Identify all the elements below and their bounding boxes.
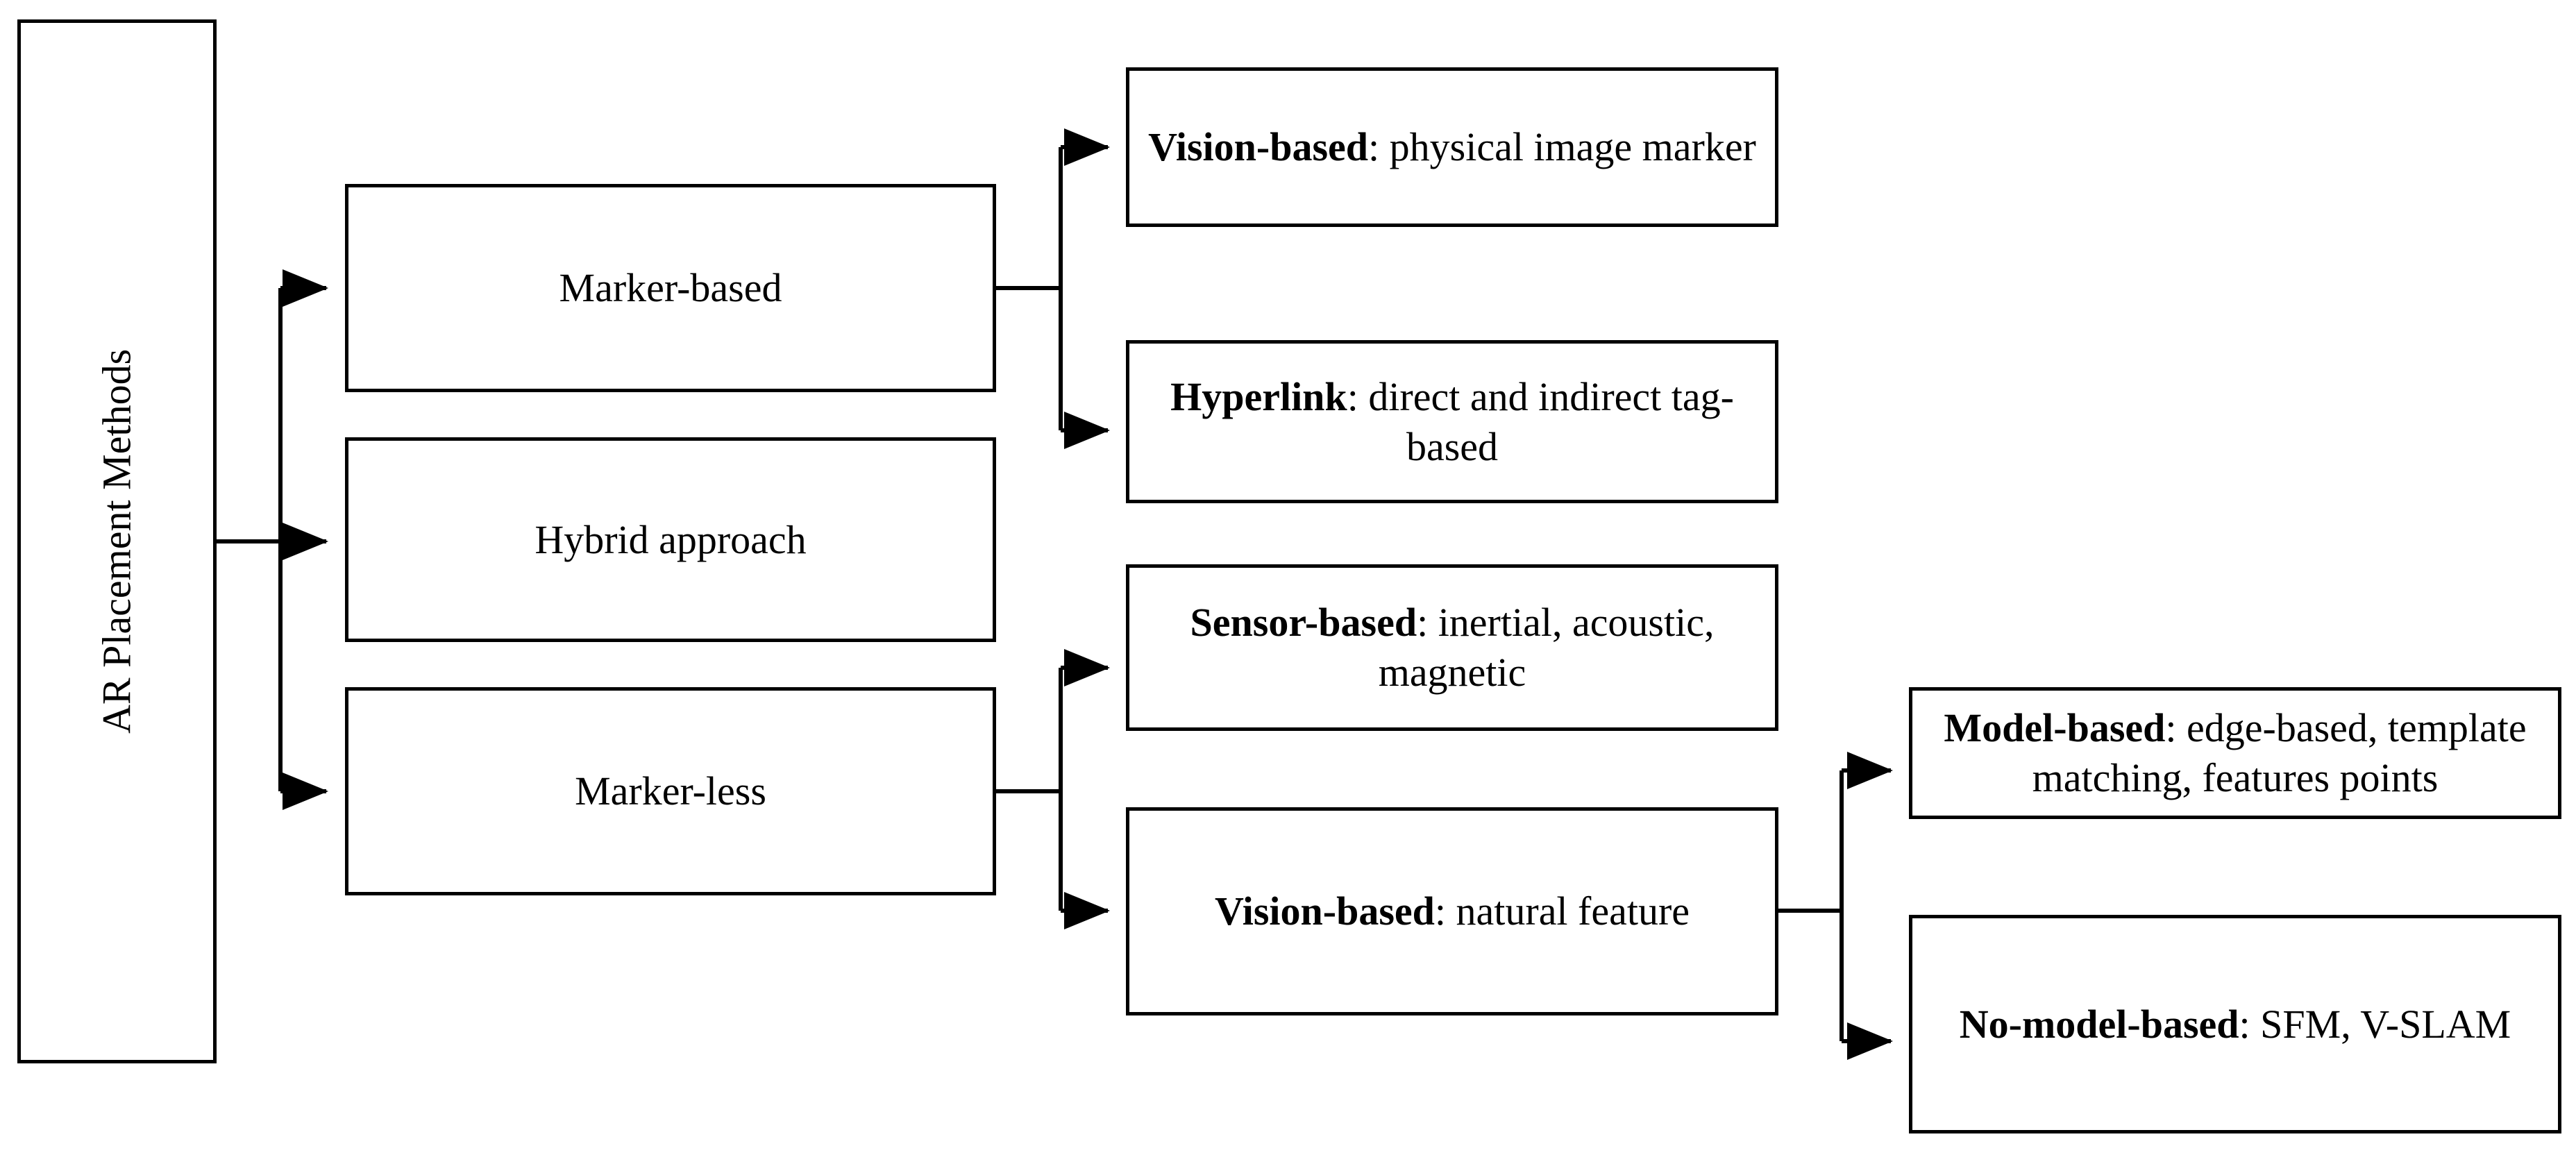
node-hyperlink-tag-based[interactable]: Hyperlink: direct and indirect tag-based	[1126, 340, 1778, 503]
node-label-bold: No-model-based	[1959, 1001, 2239, 1047]
node-label: Marker-based	[559, 265, 782, 311]
node-label-bold: Model-based	[1944, 705, 2166, 751]
node-vision-based-physical-marker[interactable]: Vision-based: physical image marker	[1126, 67, 1778, 227]
node-label: Marker-less	[575, 768, 766, 814]
connector-markerless-to-children	[996, 649, 1110, 929]
node-model-based[interactable]: Model-based: edge-based, template matchi…	[1909, 687, 2561, 819]
node-no-model-based[interactable]: No-model-based: SFM, V-SLAM	[1909, 915, 2561, 1133]
connector-root-to-level2	[217, 269, 328, 810]
connector-markerbased-to-children	[996, 128, 1110, 449]
node-label-bold: Sensor-based	[1190, 600, 1417, 646]
node-sensor-based[interactable]: Sensor-based: inertial, acoustic, magnet…	[1126, 564, 1778, 731]
node-marker-less[interactable]: Marker-less	[345, 687, 996, 895]
node-label: Vision-based: physical image marker	[1136, 122, 1769, 172]
node-label-rest: : natural feature	[1434, 888, 1690, 934]
node-label: Sensor-based: inertial, acoustic, magnet…	[1129, 598, 1775, 698]
node-label-rest: : SFM, V-SLAM	[2239, 1001, 2511, 1047]
node-label-bold: Hyperlink	[1170, 373, 1347, 419]
node-hybrid-approach[interactable]: Hybrid approach	[345, 437, 996, 642]
node-ar-placement-methods[interactable]: AR Placement Methods	[17, 19, 217, 1063]
node-label: No-model-based: SFM, V-SLAM	[1947, 1000, 2523, 1049]
node-marker-based[interactable]: Marker-based	[345, 184, 996, 392]
node-vision-based-natural-feature[interactable]: Vision-based: natural feature	[1126, 807, 1778, 1015]
node-label-bold: Vision-based	[1148, 124, 1369, 170]
node-label: Vision-based: natural feature	[1202, 886, 1702, 936]
connector-visionnatural-to-children	[1777, 752, 1893, 1060]
node-label: Hyperlink: direct and indirect tag-based	[1129, 372, 1775, 472]
node-label: Hybrid approach	[534, 516, 807, 562]
node-label-rest: : inertial, acoustic, magnetic	[1378, 600, 1715, 695]
node-label: Model-based: edge-based, template matchi…	[1912, 703, 2558, 803]
node-label-bold: Vision-based	[1214, 888, 1435, 934]
node-label-rest: : edge-based, template matching, feature…	[2032, 705, 2527, 800]
node-label-rest: : direct and indirect tag-based	[1347, 373, 1734, 469]
node-label-rest: : physical image marker	[1368, 124, 1756, 170]
node-label: AR Placement Methods	[94, 348, 140, 734]
